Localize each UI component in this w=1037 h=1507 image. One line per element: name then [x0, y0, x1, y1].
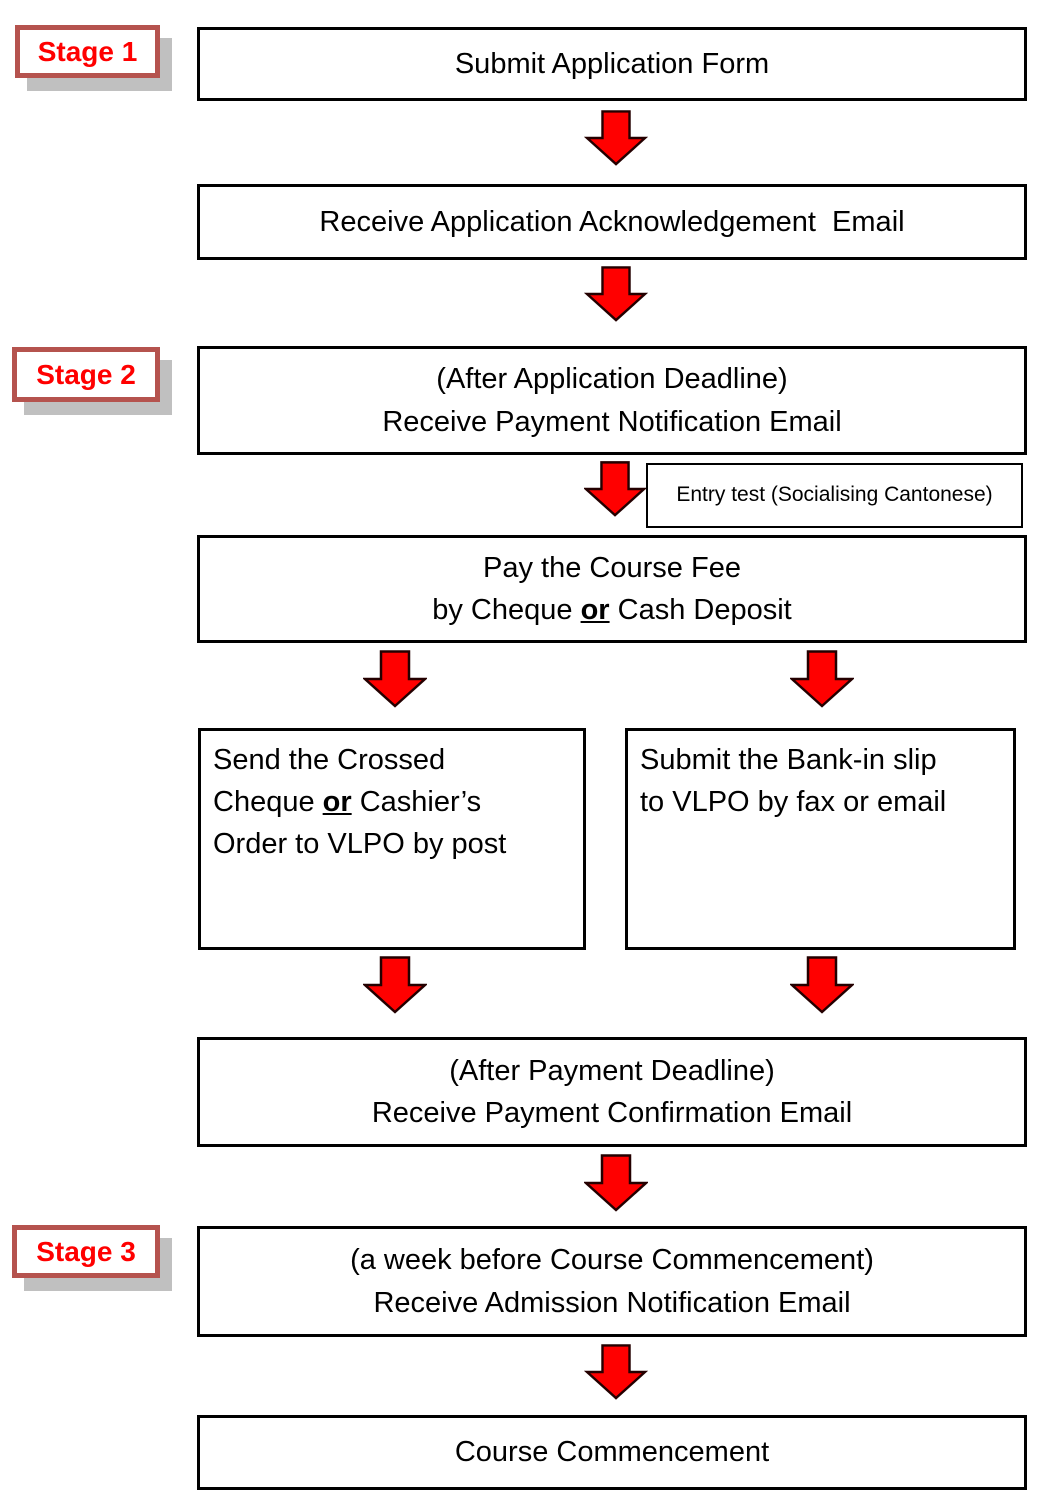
- flow-box-admission-notification-email: (a week before Course Commencement) Rece…: [197, 1226, 1027, 1337]
- stage-2-label: Stage 2: [12, 347, 160, 402]
- stage-3-text: Stage 3: [36, 1235, 136, 1267]
- down-arrow-icon: [584, 1154, 648, 1212]
- flow-box-label: Submit the Bank-in slip to VLPO by fax o…: [640, 744, 947, 819]
- flow-box-send-cheque: Send the Crossed Cheque or Cashier’s Ord…: [198, 728, 586, 950]
- flow-box-submit-application-form: Submit Application Form: [197, 27, 1027, 101]
- label-segment-or: or: [580, 594, 610, 626]
- flow-box-label: (After Payment Deadline) Receive Payment…: [371, 1054, 853, 1129]
- label-segment-or: or: [322, 786, 352, 819]
- down-arrow-icon: [363, 650, 427, 708]
- stage-1-label: Stage 1: [15, 25, 160, 78]
- flow-box-label: Entry test (Socialising Cantonese): [676, 483, 993, 507]
- label-segment: Cash Deposit: [609, 594, 792, 626]
- down-arrow-icon: [584, 1344, 648, 1400]
- label-segment: Pay the Course Fee by Cheque: [432, 551, 741, 626]
- flow-box-acknowledgement-email: Receive Application Acknowledgement Emai…: [197, 184, 1027, 260]
- flow-box-label: (After Application Deadline) Receive Pay…: [382, 363, 842, 438]
- flow-box-course-commencement: Course Commencement: [197, 1415, 1027, 1490]
- down-arrow-icon: [584, 110, 648, 166]
- down-arrow-icon: [584, 460, 646, 518]
- label-segment: Send the Crossed Cheque: [213, 744, 446, 819]
- stage-3-label: Stage 3: [12, 1225, 160, 1278]
- down-arrow-icon: [363, 956, 427, 1014]
- flow-box-label: Send the Crossed Cheque or Cashier’s Ord…: [213, 739, 506, 865]
- flow-box-label: Receive Application Acknowledgement Emai…: [319, 205, 905, 238]
- down-arrow-icon: [584, 266, 648, 322]
- stage-1-text: Stage 1: [37, 35, 138, 67]
- flow-box-pay-course-fee: Pay the Course Fee by Cheque or Cash Dep…: [197, 535, 1027, 643]
- stage-2-text: Stage 2: [36, 358, 136, 390]
- flow-box-submit-bank-slip: Submit the Bank-in slip to VLPO by fax o…: [625, 728, 1016, 950]
- flow-box-payment-notification-email: (After Application Deadline) Receive Pay…: [197, 346, 1027, 455]
- flow-box-label: (a week before Course Commencement) Rece…: [350, 1244, 874, 1319]
- flow-box-payment-confirmation-email: (After Payment Deadline) Receive Payment…: [197, 1037, 1027, 1147]
- label-segment: Cashier’s Order to VLPO by post: [213, 786, 507, 861]
- flow-box-label: Course Commencement: [454, 1436, 770, 1469]
- flow-box-label: Submit Application Form: [454, 47, 770, 80]
- down-arrow-icon: [790, 956, 854, 1014]
- down-arrow-icon: [790, 650, 854, 708]
- flow-box-entry-test: Entry test (Socialising Cantonese): [646, 463, 1023, 528]
- flow-box-label: Pay the Course Fee by Cheque or Cash Dep…: [432, 547, 791, 631]
